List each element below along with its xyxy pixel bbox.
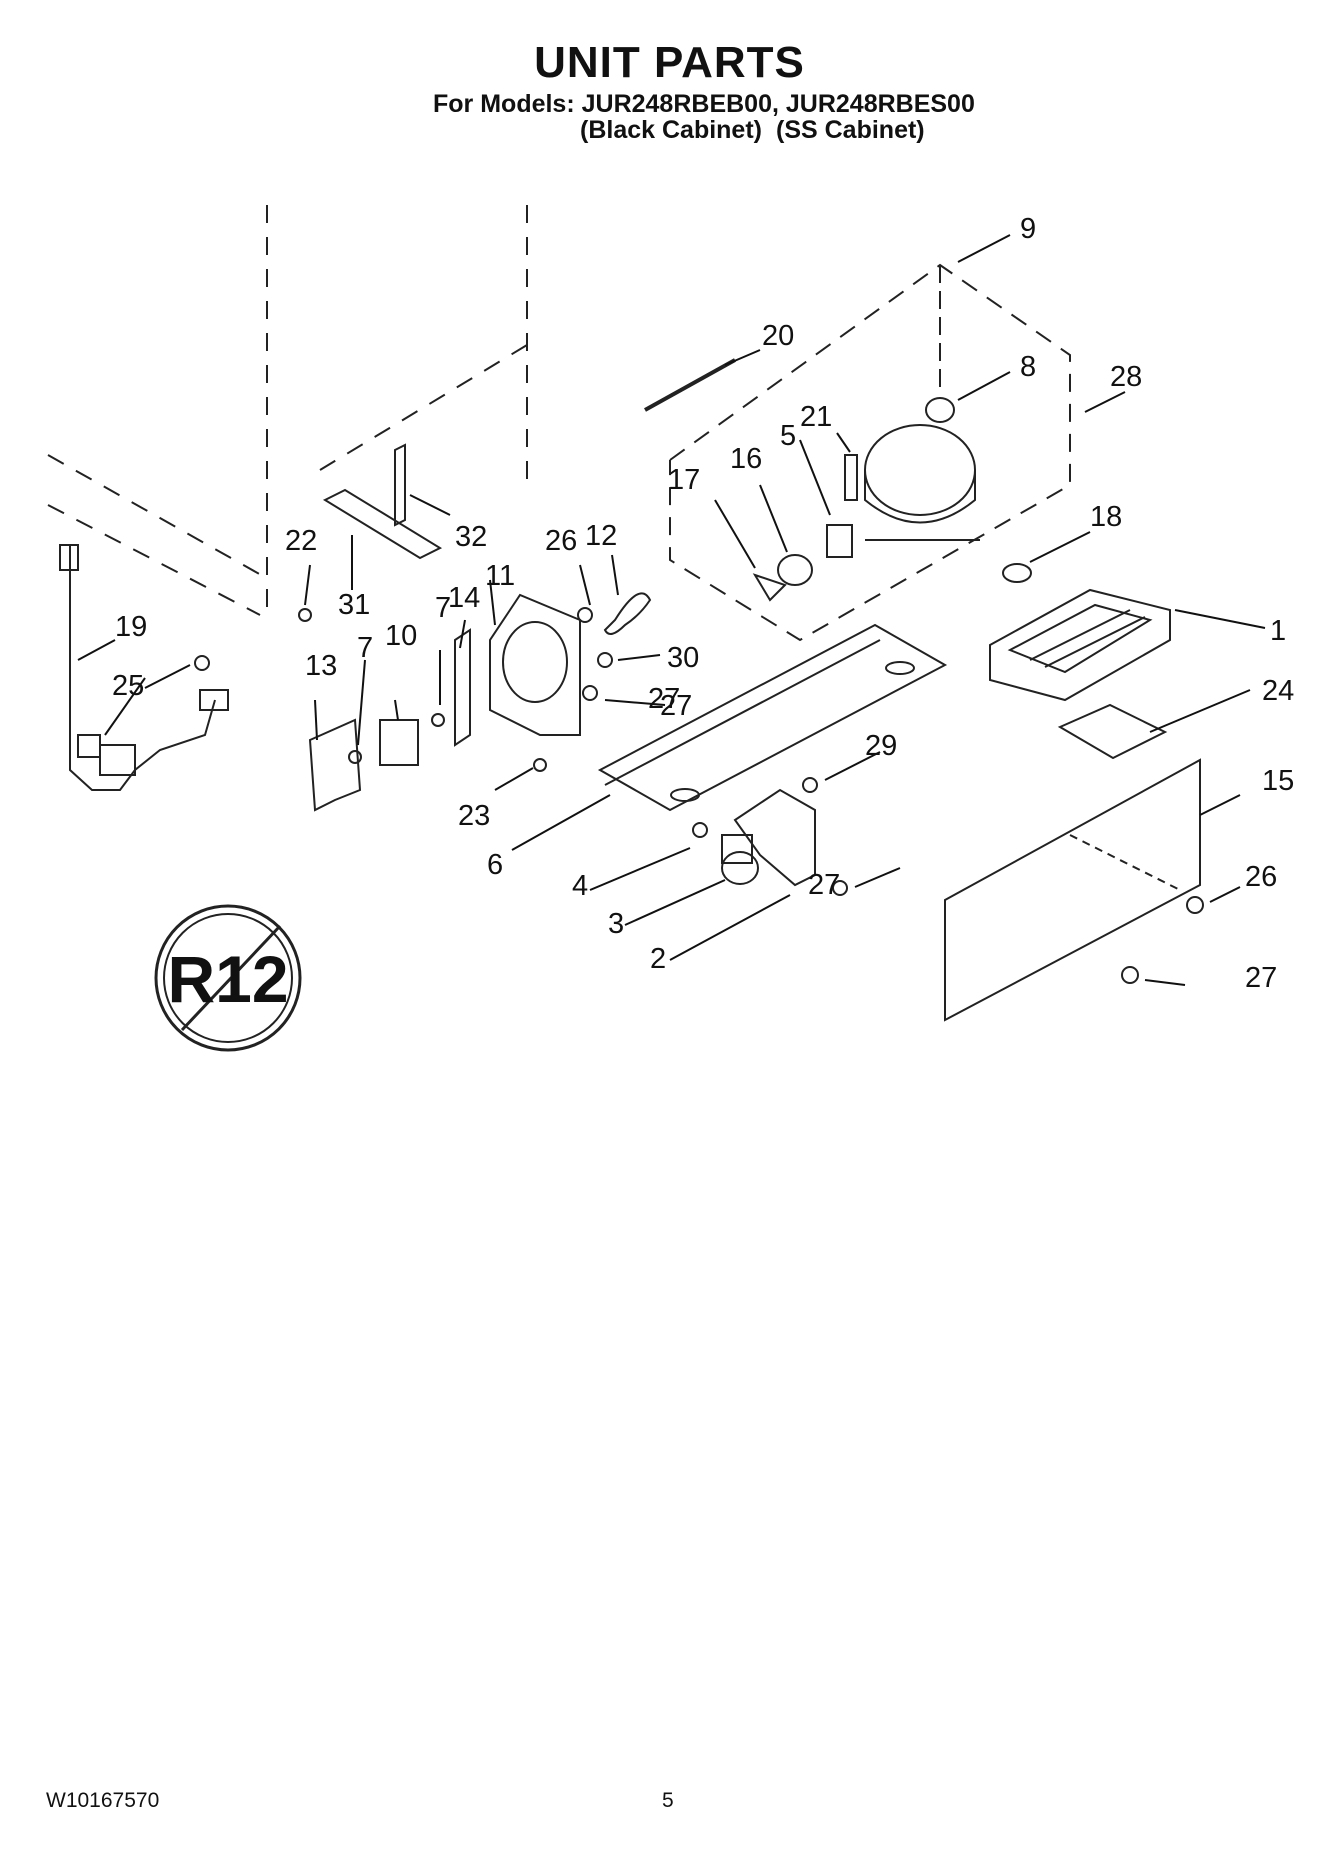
base-plate-part: [597, 623, 948, 812]
callout-5: 5: [780, 420, 796, 452]
relay-part: [826, 524, 853, 558]
document-number: W10167570: [46, 1789, 160, 1812]
tube-20-part: [644, 358, 736, 412]
screw-23-part: [533, 758, 547, 772]
screw-30-part: [597, 652, 613, 668]
pad-part: [1057, 703, 1168, 760]
callout-22: 22: [285, 525, 317, 557]
callout-7: 7: [357, 632, 373, 664]
access-panel-part: [944, 758, 1201, 1022]
callout-16: 16: [730, 443, 762, 475]
grommet-8-part: [925, 397, 955, 423]
grommet-18-part: [1002, 563, 1032, 583]
cabinet-ss-label: (SS Cabinet): [776, 116, 925, 144]
callout-13: 13: [305, 650, 337, 682]
callout-8: 8: [1020, 351, 1036, 383]
drain-pan-part: [989, 588, 1171, 702]
callout-3: 3: [608, 908, 624, 940]
callout-6: 6: [487, 849, 503, 881]
bracket-13-part: [308, 718, 362, 812]
callout-30: 30: [667, 642, 699, 674]
callout-29: 29: [865, 730, 897, 762]
page-number: 5: [662, 1789, 674, 1812]
callout-7: 7: [435, 592, 451, 624]
callout-28: 28: [1110, 361, 1142, 393]
callout-27: 27: [648, 683, 680, 715]
callout-27: 27: [1245, 962, 1277, 994]
washer-7a-part: [348, 750, 362, 764]
bracket-part: [733, 788, 816, 887]
callout-labels: 1234567789101112131415161718192021222324…: [112, 213, 1294, 994]
callout-9: 9: [1020, 213, 1036, 245]
callout-17: 17: [668, 464, 700, 496]
screw-4-part: [692, 822, 708, 838]
callout-2: 2: [650, 943, 666, 975]
cabinet-outline-dashed: [47, 205, 528, 620]
callout-14: 14: [448, 582, 480, 614]
screw-27c-part: [1121, 966, 1139, 984]
drier-part: [844, 454, 858, 501]
callout-24: 24: [1262, 675, 1294, 707]
callout-27: 27: [660, 690, 692, 722]
page-title: UNIT PARTS: [534, 38, 805, 87]
screw-25-part: [194, 655, 210, 671]
callout-10: 10: [385, 620, 417, 652]
callout-23: 23: [458, 800, 490, 832]
fan-shroud-part: [489, 593, 581, 736]
washer-7b-part: [431, 713, 445, 727]
fan-blade-part: [603, 592, 652, 635]
models-line: For Models: JUR248RBEB00, JUR248RBES00: [433, 90, 975, 118]
screw-27a-part: [582, 685, 598, 701]
callout-1: 1: [1270, 615, 1286, 647]
callout-18: 18: [1090, 501, 1122, 533]
screw-26b-part: [1186, 896, 1204, 914]
callout-11: 11: [485, 560, 515, 592]
callout-27: 27: [808, 869, 840, 901]
callout-26: 26: [545, 525, 577, 557]
cabinet-black-label: (Black Cabinet): [580, 116, 762, 144]
callout-12: 12: [585, 520, 617, 552]
no-r12-symbol: [154, 904, 302, 1052]
leader-lines: [77, 234, 1266, 986]
callout-26: 26: [1245, 861, 1277, 893]
callout-15: 15: [1262, 765, 1294, 797]
overload-part: [777, 554, 813, 586]
screw-22-part: [298, 608, 312, 622]
screw-27b-part: [832, 880, 848, 896]
fan-motor-part: [721, 834, 759, 885]
callout-4: 4: [572, 870, 588, 902]
service-cord: [59, 544, 229, 791]
motor-part: [379, 719, 419, 766]
callout-19: 19: [115, 611, 147, 643]
callout-32: 32: [455, 521, 487, 553]
cover-17-part: [752, 573, 787, 602]
tube-32-part: [394, 443, 406, 527]
screw-29-part: [802, 777, 818, 793]
callout-21: 21: [800, 401, 832, 433]
bar-31-part: [322, 488, 443, 560]
callout-20: 20: [762, 320, 794, 352]
bracket-14-part: [454, 628, 471, 747]
screw-26a-part: [577, 607, 593, 623]
compressor-part: [864, 424, 980, 541]
callout-25: 25: [112, 670, 144, 702]
callout-31: 31: [338, 589, 370, 621]
r12-symbol-text: R12: [167, 942, 288, 1016]
